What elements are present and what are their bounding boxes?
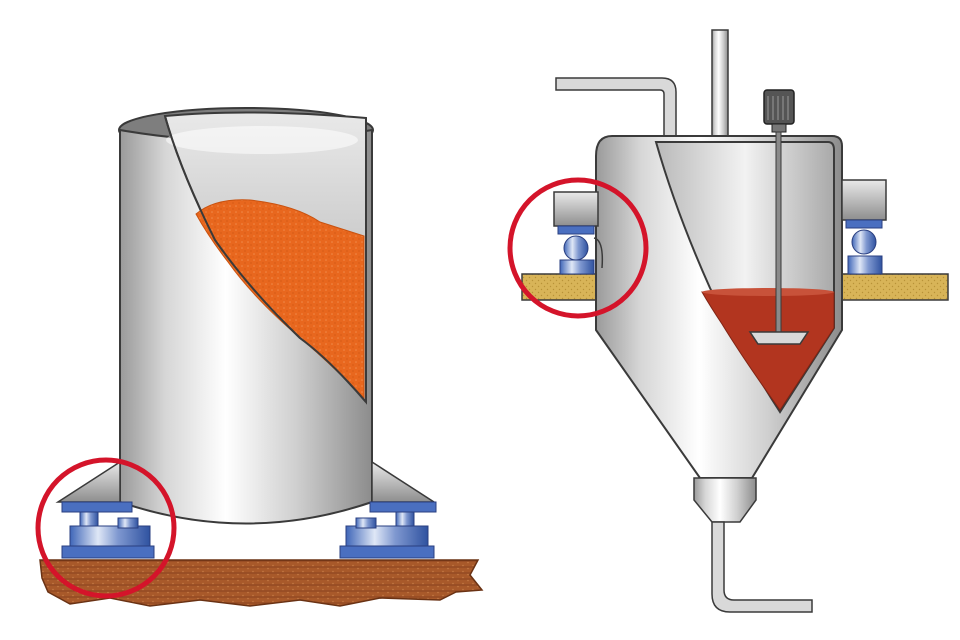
agitator-icon: [748, 89, 810, 345]
silo-right-bracket: [371, 460, 437, 503]
hopper-liquid-fill: [701, 291, 835, 411]
hopper-right-bracket: [841, 179, 887, 221]
highlight-ring-hopper: [507, 177, 649, 319]
load-cell-icon: [61, 501, 155, 559]
pipe-icon: [555, 77, 677, 141]
load-cell-icon: [557, 225, 604, 275]
silo-left-bracket: [55, 460, 121, 503]
silo-panel: [35, 107, 484, 607]
hopper-left-bracket: [553, 191, 599, 227]
hopper-panel: [507, 29, 949, 613]
pipe-icon: [711, 521, 813, 613]
hopper-outlet-nozzle: [693, 477, 757, 523]
floor: [39, 559, 484, 607]
load-cell-icon: [845, 219, 883, 275]
load-cell-icon: [339, 501, 437, 559]
pipe-icon: [711, 29, 729, 141]
highlight-ring-silo: [35, 457, 177, 599]
